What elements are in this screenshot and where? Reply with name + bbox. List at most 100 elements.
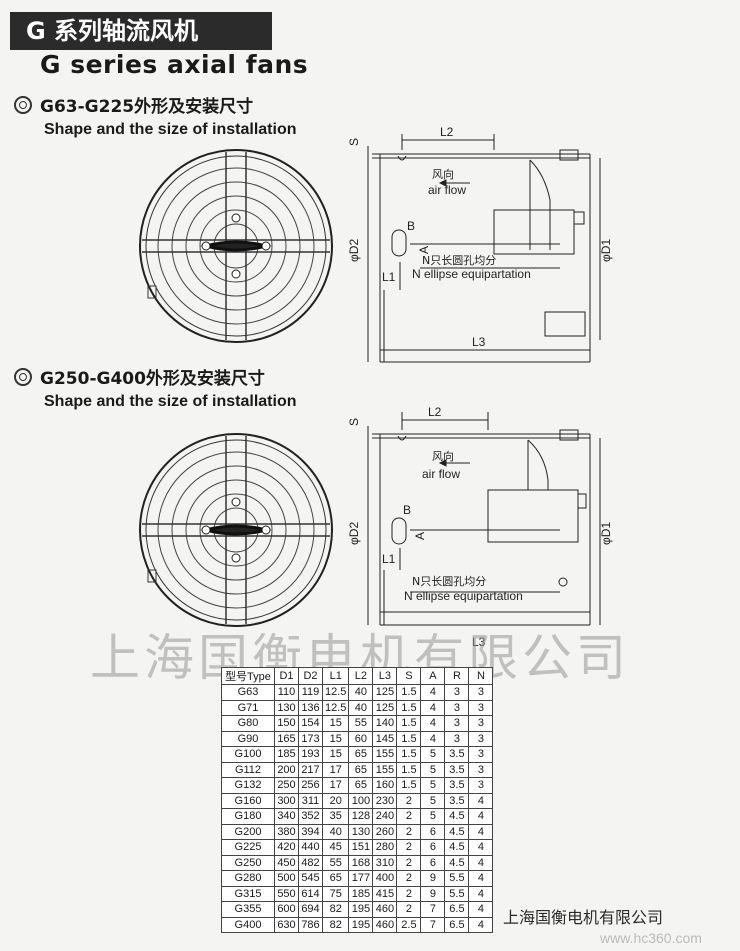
label-d2: φD2 (347, 239, 361, 262)
table-cell: 5 (420, 808, 446, 825)
table-cell: 4.5 (444, 854, 470, 871)
table-cell: 786 (298, 916, 323, 933)
double-circle-icon (14, 95, 32, 114)
table-cell: 35 (321, 808, 350, 825)
footer-company: 上海国衡电机有限公司 (503, 908, 664, 927)
label-ellipse-cn-2: N只长圆孔均分 (412, 575, 486, 588)
table-cell: 352 (298, 808, 323, 825)
table-cell: 5 (420, 746, 446, 763)
table-cell: 9 (420, 885, 446, 902)
label-wind-cn: 风向 (432, 167, 454, 181)
table-cell: 1.5 (396, 746, 422, 763)
table-cell: 17 (321, 777, 350, 794)
table-cell: G355 (221, 901, 275, 918)
table-cell: 75 (321, 885, 350, 902)
table-cell: 130 (348, 823, 374, 840)
table-header-cell: R (444, 667, 470, 685)
section2-title-en: Shape and the size of installation (44, 393, 297, 410)
table-cell: 15 (321, 715, 350, 732)
table-cell: 614 (298, 885, 323, 902)
table-cell: 311 (298, 792, 323, 809)
table-cell: 4 (420, 730, 446, 747)
table-cell: 1.5 (396, 715, 422, 732)
label-a-2: A (413, 532, 427, 540)
table-cell: 440 (298, 839, 323, 856)
table-cell: 4 (468, 916, 494, 933)
table-cell: 195 (348, 901, 374, 918)
table-cell: 630 (274, 916, 299, 933)
section2-title-cn: G250-G400外形及安装尺寸 (40, 369, 265, 389)
table-cell: 4 (468, 870, 494, 887)
table-cell: 200 (274, 761, 299, 778)
table-cell: 2 (396, 885, 422, 902)
table-cell: G225 (221, 839, 275, 856)
table-cell: 3 (468, 761, 494, 778)
table-cell: 173 (298, 730, 323, 747)
table-cell: 4.5 (444, 808, 470, 825)
fan-front-view-2 (138, 432, 334, 628)
table-cell: 7 (420, 901, 446, 918)
table-cell: 2 (396, 870, 422, 887)
section1-heading: G63-G225外形及安装尺寸 Shape and the size of in… (14, 92, 296, 139)
table-cell: 460 (372, 901, 398, 918)
table-cell: 4 (420, 684, 446, 701)
label-l3: L3 (472, 335, 486, 349)
table-cell: 125 (372, 699, 398, 716)
table-cell: G400 (221, 916, 275, 933)
table-cell: 15 (321, 746, 350, 763)
table-cell: 420 (274, 839, 299, 856)
table-header-cell: D2 (298, 667, 323, 685)
table-cell: 6.5 (444, 901, 470, 918)
table-cell: 3.5 (444, 761, 470, 778)
table-cell: 550 (274, 885, 299, 902)
table-cell: 136 (298, 699, 323, 716)
table-cell: 250 (274, 777, 299, 794)
table-cell: 4 (420, 699, 446, 716)
table-cell: 3 (468, 730, 494, 747)
table-cell: 4.5 (444, 839, 470, 856)
table-cell: 5 (420, 761, 446, 778)
table-cell: 1.5 (396, 777, 422, 794)
table-cell: G180 (221, 808, 275, 825)
table-cell: G160 (221, 792, 275, 809)
table-cell: 500 (274, 870, 299, 887)
label-ellipse-cn: N只长圆孔均分 (422, 254, 496, 267)
table-header-cell: L1 (321, 667, 350, 685)
label-s-2: S (347, 418, 361, 426)
table-cell: 185 (348, 885, 374, 902)
label-l1: L1 (382, 270, 396, 284)
label-ellipse-en: N ellipse equipartation (412, 267, 531, 281)
table-cell: 460 (372, 916, 398, 933)
table-cell: 3 (468, 699, 494, 716)
table-cell: 4 (468, 808, 494, 825)
label-s: S (347, 138, 361, 146)
table-cell: 217 (298, 761, 323, 778)
table-cell: 3.5 (444, 777, 470, 794)
label-wind-cn-2: 风向 (432, 449, 454, 463)
label-l2: L2 (440, 125, 454, 139)
table-cell: 4 (468, 901, 494, 918)
label-l3-2: L3 (472, 635, 486, 649)
table-cell: 256 (298, 777, 323, 794)
fan-front-view-1 (138, 148, 334, 344)
table-cell: G63 (221, 684, 275, 701)
table-cell: 6 (420, 823, 446, 840)
table-cell: G250 (221, 854, 275, 871)
label-wind-en: air flow (428, 183, 466, 197)
table-cell: 6 (420, 854, 446, 871)
table-cell: 82 (321, 901, 350, 918)
table-cell: 4 (468, 885, 494, 902)
table-cell: 5.5 (444, 870, 470, 887)
table-cell: 2 (396, 792, 422, 809)
table-cell: 185 (274, 746, 299, 763)
